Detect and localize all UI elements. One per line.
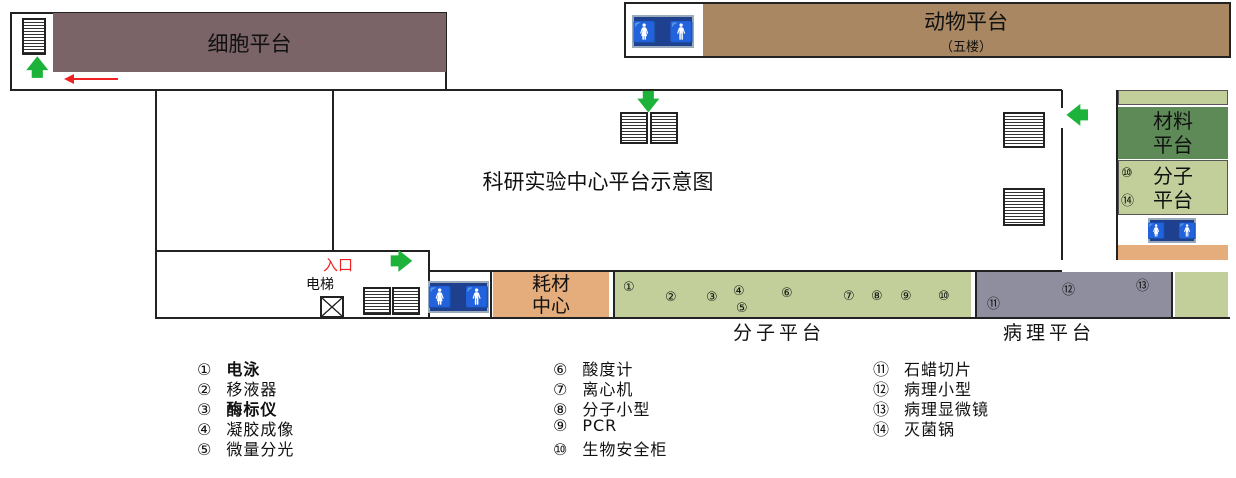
marker-5: ⑤ — [736, 301, 748, 316]
restroom-icon: 🚺🚹 — [632, 15, 694, 48]
elevator-label: 电梯 — [306, 277, 334, 293]
room-molecular-side[interactable]: 分子平台 — [1118, 160, 1228, 215]
stairs-icon — [363, 287, 391, 315]
room-label: 动物平台 — [924, 9, 1008, 34]
marker-10: ⑩ — [1121, 166, 1133, 181]
room-note: （五楼） — [939, 39, 992, 55]
marker-11: ⑪ — [987, 297, 1001, 312]
marker-2: ② — [665, 290, 677, 305]
marker-4: ④ — [733, 284, 745, 299]
right-arrow-icon: 🡆 — [390, 250, 413, 275]
molecular-platform-label: 分子平台 — [733, 322, 826, 344]
pathology-platform-label: 病理平台 — [1003, 322, 1096, 344]
stairs-icon — [22, 18, 46, 55]
page-title: 科研实验中心平台示意图 — [482, 170, 714, 194]
stairs-icon — [392, 287, 420, 315]
room-strip — [1118, 90, 1228, 105]
room-molecular-platform[interactable] — [613, 272, 971, 317]
room-cell-platform[interactable]: 细胞平台 — [53, 13, 446, 72]
up-arrow-icon: 🡅 — [26, 56, 49, 81]
marker-3: ③ — [706, 290, 718, 305]
left-arrow-icon — [68, 78, 118, 80]
room-animal-platform[interactable]: 动物平台 （五楼） — [703, 4, 1229, 56]
room-label: 分子 — [1153, 163, 1193, 188]
marker-10: ⑩ — [938, 289, 950, 304]
marker-9: ⑨ — [900, 289, 912, 304]
room-consumables-center[interactable]: 耗材中心 — [493, 272, 609, 317]
marker-14: ⑭ — [1121, 194, 1135, 209]
room-label: 中心 — [531, 294, 570, 317]
arrow-head — [64, 74, 74, 84]
room-material-platform[interactable]: 材料平台 — [1118, 107, 1228, 159]
restroom-icon: 🚺🚹 — [428, 281, 489, 313]
marker-7: ⑦ — [843, 289, 855, 304]
left-arrow-icon: 🡄 — [1066, 104, 1089, 129]
entrance-label: 入口 — [323, 256, 354, 274]
room-strip — [1118, 245, 1228, 260]
stairs-icon — [1003, 112, 1045, 148]
stairs-icon — [620, 112, 648, 144]
room-label: 平台 — [1153, 133, 1193, 157]
room-label: 材料 — [1153, 109, 1193, 133]
stairs-icon — [650, 112, 678, 144]
marker-1: ① — [623, 280, 635, 295]
room-pathology-platform[interactable] — [975, 272, 1173, 317]
elevator-icon — [320, 296, 344, 318]
room-label: 耗材 — [531, 272, 570, 295]
stairs-icon — [1003, 188, 1045, 226]
marker-13: ⑬ — [1136, 279, 1150, 294]
restroom-icon: 🚺🚹 — [1147, 218, 1197, 243]
marker-12: ⑫ — [1062, 283, 1076, 298]
room-strip — [1175, 272, 1228, 317]
marker-8: ⑧ — [871, 289, 883, 304]
animal-wing — [624, 2, 1231, 58]
down-arrow-icon: 🡇 — [637, 90, 660, 115]
marker-6: ⑥ — [781, 286, 793, 301]
room-label: 细胞平台 — [207, 31, 292, 56]
room-label: 平台 — [1153, 187, 1193, 212]
